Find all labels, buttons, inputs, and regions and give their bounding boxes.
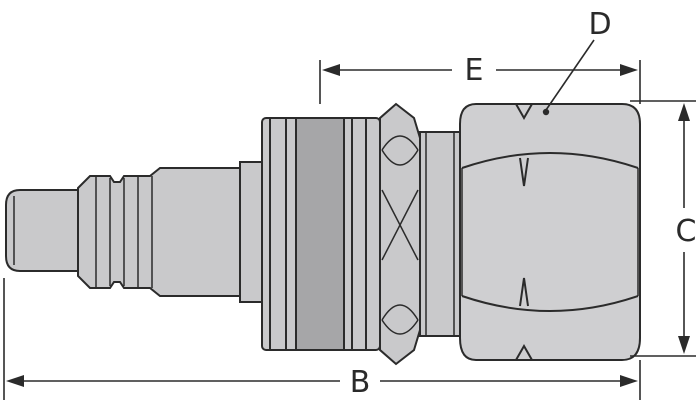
label-d: D bbox=[588, 7, 611, 42]
coupler-sleeve bbox=[261, 117, 381, 351]
plug-collar bbox=[239, 161, 263, 303]
label-e: E bbox=[465, 53, 484, 88]
plug-groove-section bbox=[77, 167, 241, 297]
thread-indicator-dot bbox=[542, 108, 550, 116]
leader-d: D bbox=[545, 7, 612, 111]
label-b: B bbox=[350, 365, 371, 400]
hex-nut bbox=[459, 103, 641, 361]
plug-nipple bbox=[5, 189, 79, 272]
dimension-b: B bbox=[3, 278, 641, 400]
label-c: C bbox=[676, 214, 697, 249]
dimension-e: E bbox=[319, 53, 641, 104]
coupler-neck bbox=[419, 131, 461, 337]
coupler-knurl-ring bbox=[379, 102, 421, 366]
dimension-c: C bbox=[630, 100, 697, 357]
